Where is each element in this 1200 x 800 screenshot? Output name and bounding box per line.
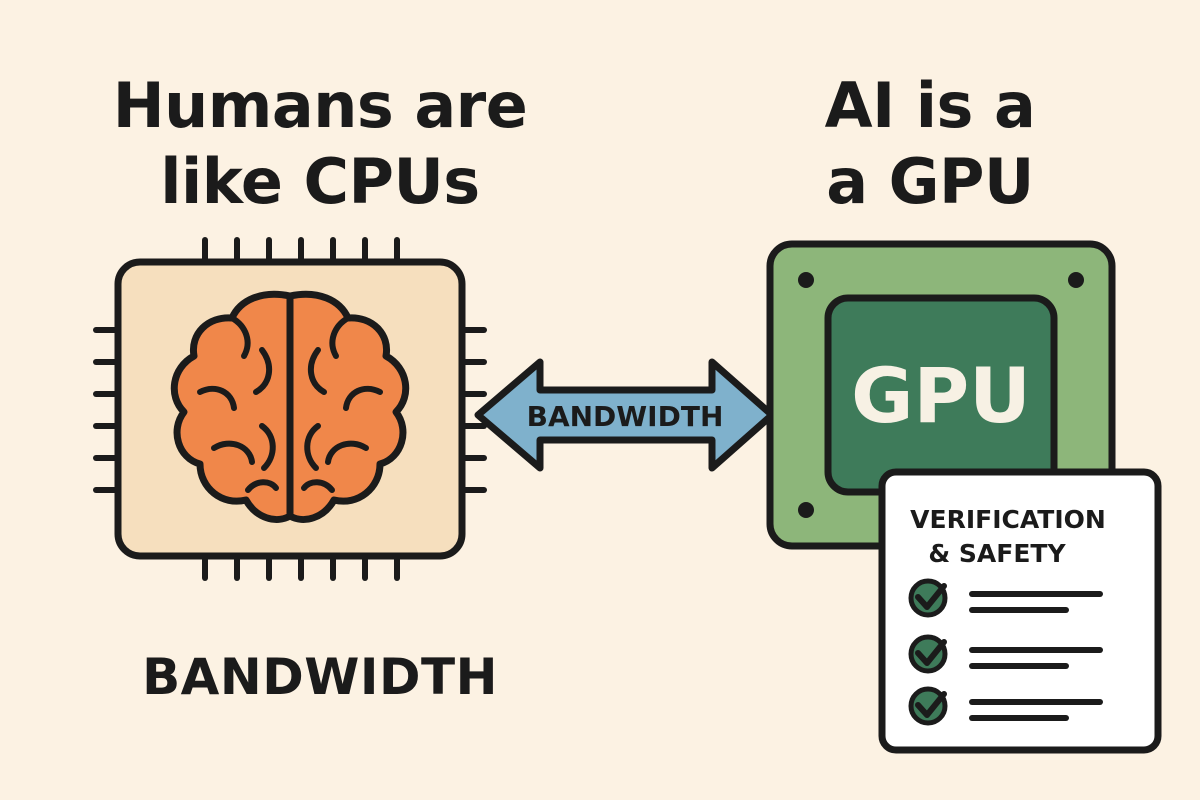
checklist-item: [908, 578, 1103, 618]
checkmark-circle-icon: [908, 634, 948, 674]
right-title-line2: a GPU: [826, 145, 1034, 218]
bottom-bandwidth-label: BANDWIDTH: [142, 648, 498, 706]
checklist-item: [908, 686, 1103, 726]
brain-icon: [170, 290, 410, 523]
arrow-label: BANDWIDTH: [527, 400, 724, 433]
right-title-line1: AI is a: [824, 69, 1036, 142]
left-title-line1: Humans are: [112, 69, 528, 142]
right-title: AI is a a GPU: [700, 68, 1160, 220]
checklist-title-line1: VERIFICATION: [910, 505, 1106, 534]
checklist-item: [908, 634, 1103, 674]
checkmark-circle-icon: [908, 578, 948, 618]
left-title-line2: like CPUs: [160, 145, 480, 218]
checkmark-circle-icon: [908, 686, 948, 726]
left-title: Humans are like CPUs: [40, 68, 600, 220]
checklist-title-line2: & SAFETY: [928, 539, 1066, 568]
gpu-chip-label: GPU: [851, 351, 1031, 440]
